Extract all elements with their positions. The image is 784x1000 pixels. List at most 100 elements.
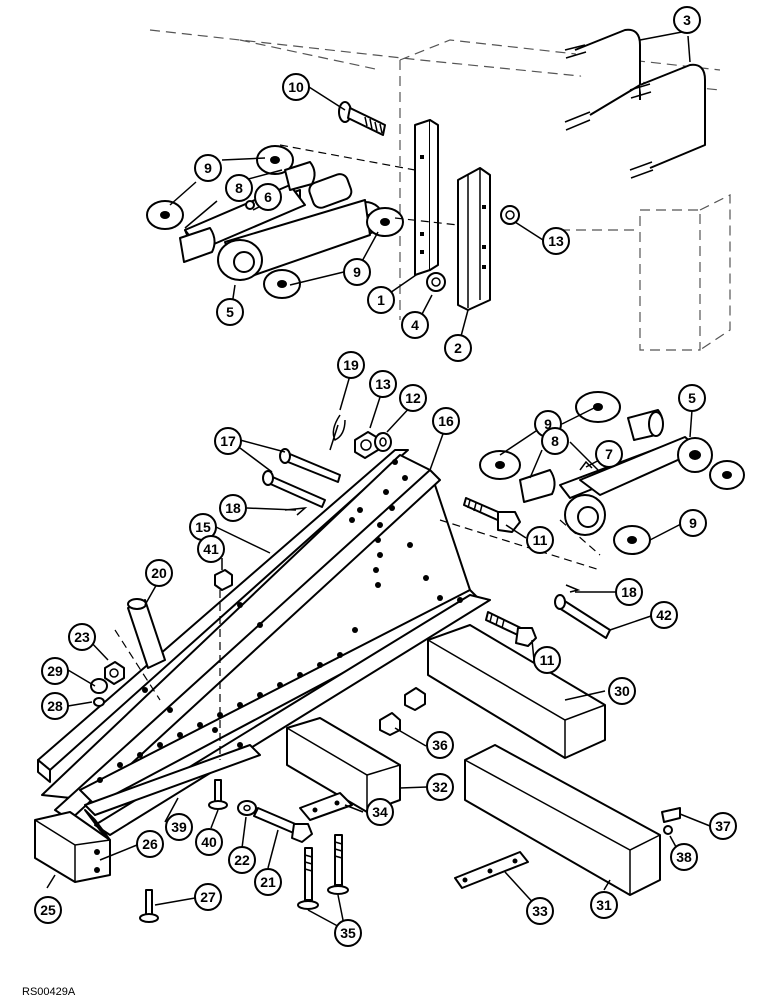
callout-circle bbox=[399, 384, 427, 412]
callout-number: 23 bbox=[74, 629, 90, 645]
callout-number: 7 bbox=[605, 446, 613, 462]
callout-29: 29 bbox=[41, 657, 69, 685]
callout-circle bbox=[590, 891, 618, 919]
callout-circle bbox=[214, 427, 242, 455]
callout-15: 15 bbox=[189, 513, 217, 541]
callout-number: 18 bbox=[225, 500, 241, 516]
callout-number: 15 bbox=[195, 519, 211, 535]
callouts: 1039869135142191312161795871815119412018… bbox=[34, 6, 737, 947]
callout-circle bbox=[145, 559, 173, 587]
callout-number: 9 bbox=[353, 264, 361, 280]
callout-27: 27 bbox=[194, 883, 222, 911]
callout-32: 32 bbox=[426, 773, 454, 801]
left-link-upper bbox=[146, 145, 404, 299]
callout-number: 9 bbox=[204, 160, 212, 176]
callout-16: 16 bbox=[432, 407, 460, 435]
callout-number: 28 bbox=[47, 698, 63, 714]
callout-25: 25 bbox=[34, 896, 62, 924]
callout-circle bbox=[673, 6, 701, 34]
callout-42: 42 bbox=[650, 601, 678, 629]
callout-9: 9 bbox=[194, 154, 222, 182]
spacer-20 bbox=[127, 598, 166, 669]
callout-number: 41 bbox=[203, 541, 219, 557]
right-link-lower bbox=[479, 391, 745, 555]
callout-17: 17 bbox=[214, 427, 242, 455]
callout-circle bbox=[165, 813, 193, 841]
callout-number: 3 bbox=[683, 12, 691, 28]
callout-circle bbox=[426, 773, 454, 801]
callout-12: 12 bbox=[399, 384, 427, 412]
callout-circle bbox=[343, 258, 371, 286]
callout-circle bbox=[219, 494, 247, 522]
carriage-bolts bbox=[139, 687, 681, 923]
callout-circle bbox=[367, 286, 395, 314]
callout-number: 11 bbox=[540, 652, 555, 668]
callout-41: 41 bbox=[197, 535, 225, 563]
clips-and-nuts bbox=[90, 414, 392, 707]
callout-33: 33 bbox=[526, 897, 554, 925]
figure-reference: RS00429A bbox=[22, 986, 76, 998]
callout-circle bbox=[197, 535, 225, 563]
callout-circle bbox=[195, 828, 223, 856]
callout-number: 10 bbox=[288, 79, 304, 95]
callout-number: 36 bbox=[432, 737, 448, 753]
callout-number: 2 bbox=[454, 340, 462, 356]
callout-40: 40 bbox=[195, 828, 223, 856]
callout-number: 13 bbox=[375, 376, 391, 392]
callout-circle bbox=[337, 351, 365, 379]
callout-number: 22 bbox=[234, 852, 250, 868]
callout-number: 35 bbox=[340, 925, 356, 941]
callout-28: 28 bbox=[41, 692, 69, 720]
callout-circle bbox=[225, 174, 253, 202]
callout-circle bbox=[68, 623, 96, 651]
callout-circle bbox=[650, 601, 678, 629]
callout-circle bbox=[709, 812, 737, 840]
callout-circle bbox=[542, 227, 570, 255]
callout-number: 26 bbox=[142, 836, 158, 852]
callout-number: 13 bbox=[548, 233, 564, 249]
callout-number: 42 bbox=[656, 607, 672, 623]
callout-number: 9 bbox=[689, 515, 697, 531]
callout-26: 26 bbox=[136, 830, 164, 858]
callout-number: 12 bbox=[405, 390, 421, 406]
callout-circle bbox=[136, 830, 164, 858]
mount-plates bbox=[279, 119, 520, 311]
callout-1: 1 bbox=[367, 286, 395, 314]
callout-number: 37 bbox=[715, 818, 731, 834]
callout-13: 13 bbox=[369, 370, 397, 398]
callout-5: 5 bbox=[216, 298, 244, 326]
callout-number: 32 bbox=[432, 779, 448, 795]
callout-circle bbox=[401, 311, 429, 339]
callout-number: 33 bbox=[532, 903, 548, 919]
callout-number: 11 bbox=[533, 532, 548, 548]
callout-circle bbox=[608, 677, 636, 705]
callout-6: 6 bbox=[254, 183, 282, 211]
callout-number: 8 bbox=[235, 180, 243, 196]
callout-circle bbox=[366, 798, 394, 826]
callout-circle bbox=[444, 334, 472, 362]
callout-31: 31 bbox=[590, 891, 618, 919]
callout-circle bbox=[41, 657, 69, 685]
callout-19: 19 bbox=[337, 351, 365, 379]
callout-circle bbox=[526, 897, 554, 925]
pin-42 bbox=[554, 584, 611, 639]
callout-8: 8 bbox=[541, 427, 569, 455]
callout-5: 5 bbox=[678, 384, 706, 412]
callout-number: 17 bbox=[220, 433, 236, 449]
main-frame-arms bbox=[37, 449, 601, 841]
callout-20: 20 bbox=[145, 559, 173, 587]
callout-11: 11 bbox=[533, 646, 561, 674]
callout-4: 4 bbox=[401, 311, 429, 339]
callout-34: 34 bbox=[366, 798, 394, 826]
callout-number: 5 bbox=[226, 304, 234, 320]
callout-circle bbox=[41, 692, 69, 720]
callout-18: 18 bbox=[615, 578, 643, 606]
callout-circle bbox=[541, 427, 569, 455]
callout-circle bbox=[254, 868, 282, 896]
callout-number: 21 bbox=[260, 874, 276, 890]
callout-circle bbox=[678, 384, 706, 412]
callout-circle bbox=[679, 509, 707, 537]
callout-11: 11 bbox=[526, 526, 554, 554]
